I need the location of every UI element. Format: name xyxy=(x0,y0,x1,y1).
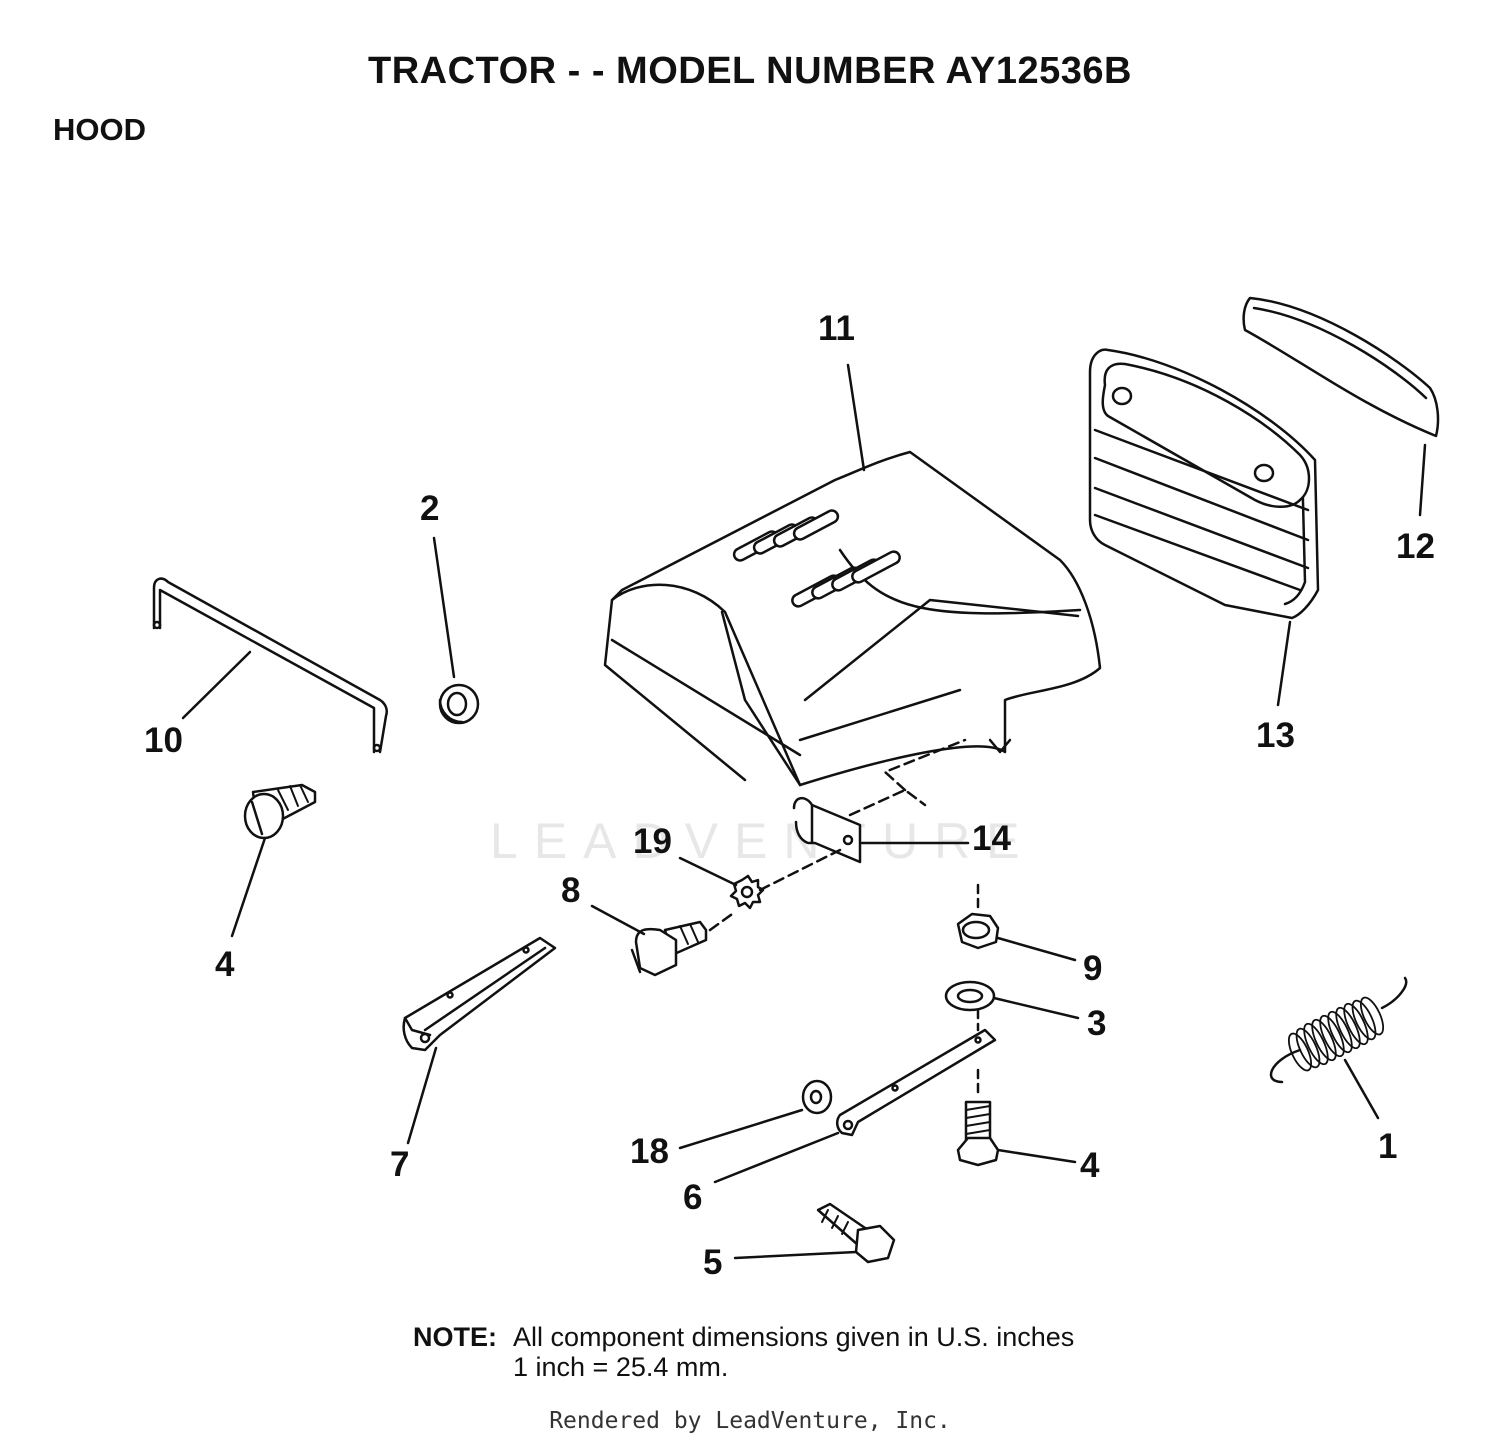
note-line-2: 1 inch = 25.4 mm. xyxy=(513,1352,729,1382)
spring-part-1 xyxy=(1269,976,1408,1120)
callout-3: 3 xyxy=(1087,1004,1106,1043)
callout-18: 18 xyxy=(630,1132,669,1171)
diagram-title: TRACTOR - - MODEL NUMBER AY12536B xyxy=(368,50,1132,92)
bolt-part-4-right xyxy=(956,1068,1077,1167)
star-washer-part-19 xyxy=(678,848,842,910)
callout-1: 1 xyxy=(1378,1127,1397,1166)
callout-7: 7 xyxy=(390,1145,409,1184)
callout-12: 12 xyxy=(1396,527,1435,566)
lens-part-12 xyxy=(1242,296,1440,517)
callout-5: 5 xyxy=(703,1243,722,1282)
callout-11: 11 xyxy=(818,309,855,348)
callout-2: 2 xyxy=(420,489,439,528)
hood-vents xyxy=(732,509,901,608)
section-title: HOOD xyxy=(53,112,146,147)
hood-part-11 xyxy=(603,363,1102,787)
rod-part-10 xyxy=(152,577,388,754)
bolt-part-4-left xyxy=(230,783,317,938)
flange-bolt-part-8 xyxy=(590,904,737,977)
callout-6: 6 xyxy=(683,1178,702,1217)
callout-labels: 1 2 3 4 4 5 6 7 8 9 10 11 12 13 14 18 19 xyxy=(144,309,1435,1282)
callout-14: 14 xyxy=(972,819,1011,858)
nut-part-9 xyxy=(956,883,1077,962)
bracket-part-14 xyxy=(792,738,970,864)
callout-13: 13 xyxy=(1256,716,1295,755)
callout-4-left: 4 xyxy=(215,945,235,984)
callout-4-right: 4 xyxy=(1080,1146,1100,1185)
bolt-part-5 xyxy=(733,1202,896,1264)
note-block: NOTE: All component dimensions given in U… xyxy=(413,1322,1074,1382)
note-label: NOTE: xyxy=(413,1322,497,1352)
nut-part-2 xyxy=(432,536,480,725)
washer-part-3 xyxy=(944,980,1080,1032)
callout-19: 19 xyxy=(633,822,672,861)
bracket-part-6 xyxy=(713,1028,997,1184)
watermark: LEADVENTURE xyxy=(490,813,1036,869)
footer-credit: Rendered by LeadVenture, Inc. xyxy=(549,1408,951,1434)
callout-8: 8 xyxy=(561,871,580,910)
callout-9: 9 xyxy=(1083,949,1102,988)
grille-part-13 xyxy=(1088,348,1320,707)
bracket-part-7 xyxy=(402,936,557,1145)
note-line-1: All component dimensions given in U.S. i… xyxy=(513,1322,1075,1352)
callout-10: 10 xyxy=(144,721,183,760)
washer-part-18 xyxy=(678,1079,833,1150)
